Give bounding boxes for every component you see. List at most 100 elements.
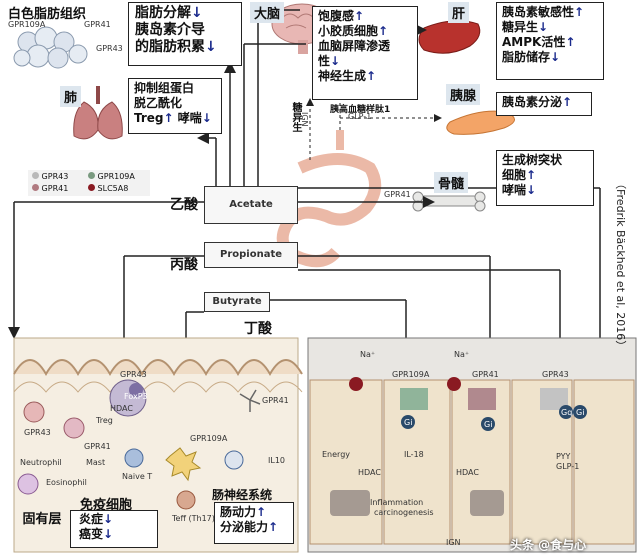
adipose-effects-box: 脂肪分解↓ 胰岛素介导 的脂肪积累↓ — [128, 2, 242, 66]
up-arrow-icon: ↑ — [526, 168, 537, 182]
enteric-title: 肠神经系统 — [212, 488, 273, 502]
lp-gpr43-a: GPR43 — [120, 370, 147, 379]
adipose-receptor-gpr41: GPR41 — [84, 20, 111, 29]
glp1-label: GLP-1 — [348, 112, 372, 121]
immune-title: 免疫细胞 — [80, 498, 133, 513]
lp-gpr41-b: GPR41 — [262, 396, 289, 405]
butyrate-box: Butyrate — [204, 292, 270, 312]
marrow-effect-cells: 细胞 — [502, 168, 527, 182]
liver-effect-ampk: AMPK活性 — [502, 35, 566, 49]
enteric-effect-secretion: 分泌能力 — [220, 520, 269, 534]
acetate-box: Acetate — [204, 186, 298, 224]
brain-effect-bbb: 血脑屏障渗透 — [318, 39, 391, 53]
propionate-box: Propionate — [204, 242, 298, 268]
legend-swatch — [88, 184, 95, 191]
lp-gpr109a: GPR109A — [190, 434, 228, 443]
down-arrow-icon: ↓ — [103, 527, 114, 541]
glp1-cn-label: 胰高血糖样肽1 — [330, 105, 391, 115]
liver-effect-fat-storage: 脂肪储存 — [502, 50, 551, 64]
colon-gi-b: Gi — [484, 420, 493, 429]
colon-il18: IL-18 — [404, 450, 424, 459]
brain-effect-neurogenesis: 神经生成 — [318, 69, 367, 83]
legend-swatch — [32, 172, 39, 179]
immune-effect-carcinogenesis: 癌变 — [79, 527, 104, 541]
liver-title: 肝 — [448, 2, 470, 23]
colon-gpr43: GPR43 — [542, 370, 569, 379]
lp-neutrophil: Neutrophil — [20, 458, 62, 467]
receptor-legend: GPR43 GPR109A GPR41 SLC5A8 — [28, 170, 150, 196]
lung-effect-deacetylation: 脱乙酰化 — [134, 96, 183, 110]
lp-naive-t: Naive T — [122, 472, 153, 481]
colon-pyy: PYY — [556, 452, 571, 461]
lp-teff: Teff (Th17) — [172, 514, 215, 523]
legend-item-gpr109a: GPR109A — [88, 172, 135, 181]
adipose-receptor-gpr43: GPR43 — [96, 44, 123, 53]
brain-effects-box: 饱腹感↑ 小胶质细胞↑ 血脑屏障渗透 性↓ 神经生成↑ — [312, 6, 418, 100]
legend-swatch — [32, 184, 39, 191]
lp-mast: Mast — [86, 458, 106, 467]
down-arrow-icon: ↓ — [550, 50, 561, 64]
lp-gpr43-b: GPR43 — [24, 428, 51, 437]
pancreas-effects-box: 胰岛素分泌↑ — [496, 92, 592, 116]
lung-effect-asthma: 哮喘 — [177, 111, 202, 125]
watermark: 头条 @食与心 — [510, 538, 587, 552]
colon-gq: Gq — [561, 408, 573, 417]
legend-item-gpr41: GPR41 — [32, 184, 68, 193]
colon-glp1: GLP-1 — [556, 462, 580, 471]
up-arrow-icon: ↑ — [562, 95, 573, 109]
ign-label-top: IGN — [300, 112, 309, 127]
colon-energy: Energy — [322, 450, 351, 459]
up-arrow-icon: ↑ — [378, 24, 389, 38]
legend-label: GPR43 — [41, 172, 69, 181]
colon-gpr41: GPR41 — [472, 370, 499, 379]
brain-effect-satiety: 饱腹感 — [318, 9, 355, 23]
enteric-effects-box: 肠动力↑ 分泌能力↑ — [214, 502, 294, 544]
adipose-effect-fat-accumulation: 的脂肪积累 — [135, 39, 205, 55]
brain-title: 大脑 — [250, 2, 285, 23]
colon-ign: IGN — [446, 538, 461, 547]
lp-il10: IL10 — [268, 456, 285, 465]
lung-illustration — [73, 86, 123, 140]
legend-item-gpr43: GPR43 — [32, 172, 68, 181]
lp-treg: Treg — [96, 416, 113, 425]
up-arrow-icon: ↑ — [256, 505, 267, 519]
down-arrow-icon: ↓ — [526, 183, 537, 197]
adipose-receptor-gpr109a: GPR109A — [8, 20, 46, 29]
acetate-cn-label: 乙酸 — [170, 197, 198, 213]
pancreas-effect-insulin-secretion: 胰岛素分泌 — [502, 95, 563, 109]
down-arrow-icon: ↓ — [205, 39, 217, 55]
propionate-label: Propionate — [219, 249, 283, 260]
marrow-effect-dendritic: 生成树突状 — [502, 153, 563, 167]
brain-effect-microglia: 小胶质细胞 — [318, 24, 379, 38]
down-arrow-icon: ↓ — [538, 20, 549, 34]
down-arrow-icon: ↓ — [201, 111, 212, 125]
up-arrow-icon: ↑ — [565, 35, 576, 49]
brain-effect-bbb-cont: 性 — [318, 54, 331, 68]
up-arrow-icon: ↑ — [366, 69, 377, 83]
colon-carcinogenesis: carcinogenesis — [374, 508, 434, 517]
legend-label: GPR109A — [97, 172, 135, 181]
lp-hdac: HDAC — [110, 404, 133, 413]
colon-gi-c: Gi — [576, 408, 585, 417]
acetate-label: Acetate — [229, 199, 273, 210]
down-arrow-icon: ↓ — [103, 512, 114, 526]
immune-effect-inflammation: 炎症 — [79, 512, 104, 526]
marrow-effects-box: 生成树突状 细胞↑ 哮喘↓ — [496, 150, 594, 206]
lp-eosinophil: Eosinophil — [46, 478, 87, 487]
up-arrow-icon: ↑ — [354, 9, 365, 23]
lung-effect-treg: Treg — [134, 111, 164, 125]
up-arrow-icon: ↑ — [163, 111, 174, 125]
legend-swatch — [88, 172, 95, 179]
marrow-effect-asthma: 哮喘 — [502, 183, 527, 197]
down-arrow-icon: ↓ — [330, 54, 341, 68]
enteric-effect-motility: 肠动力 — [220, 505, 257, 519]
colon-na-b: Na⁺ — [454, 350, 470, 359]
colon-inflammation: Inflammation — [370, 498, 424, 507]
marrow-title: 骨髓 — [434, 172, 469, 193]
lung-effect-hdac-inhibition: 抑制组蛋白 — [134, 81, 195, 95]
lung-effects-box: 抑制组蛋白 脱乙酰化 Treg↑ 哮喘↓ — [128, 78, 222, 134]
lamina-propria-title: 固有层 — [22, 512, 62, 528]
legend-label: GPR41 — [41, 184, 69, 193]
lung-title: 肺 — [60, 86, 82, 107]
